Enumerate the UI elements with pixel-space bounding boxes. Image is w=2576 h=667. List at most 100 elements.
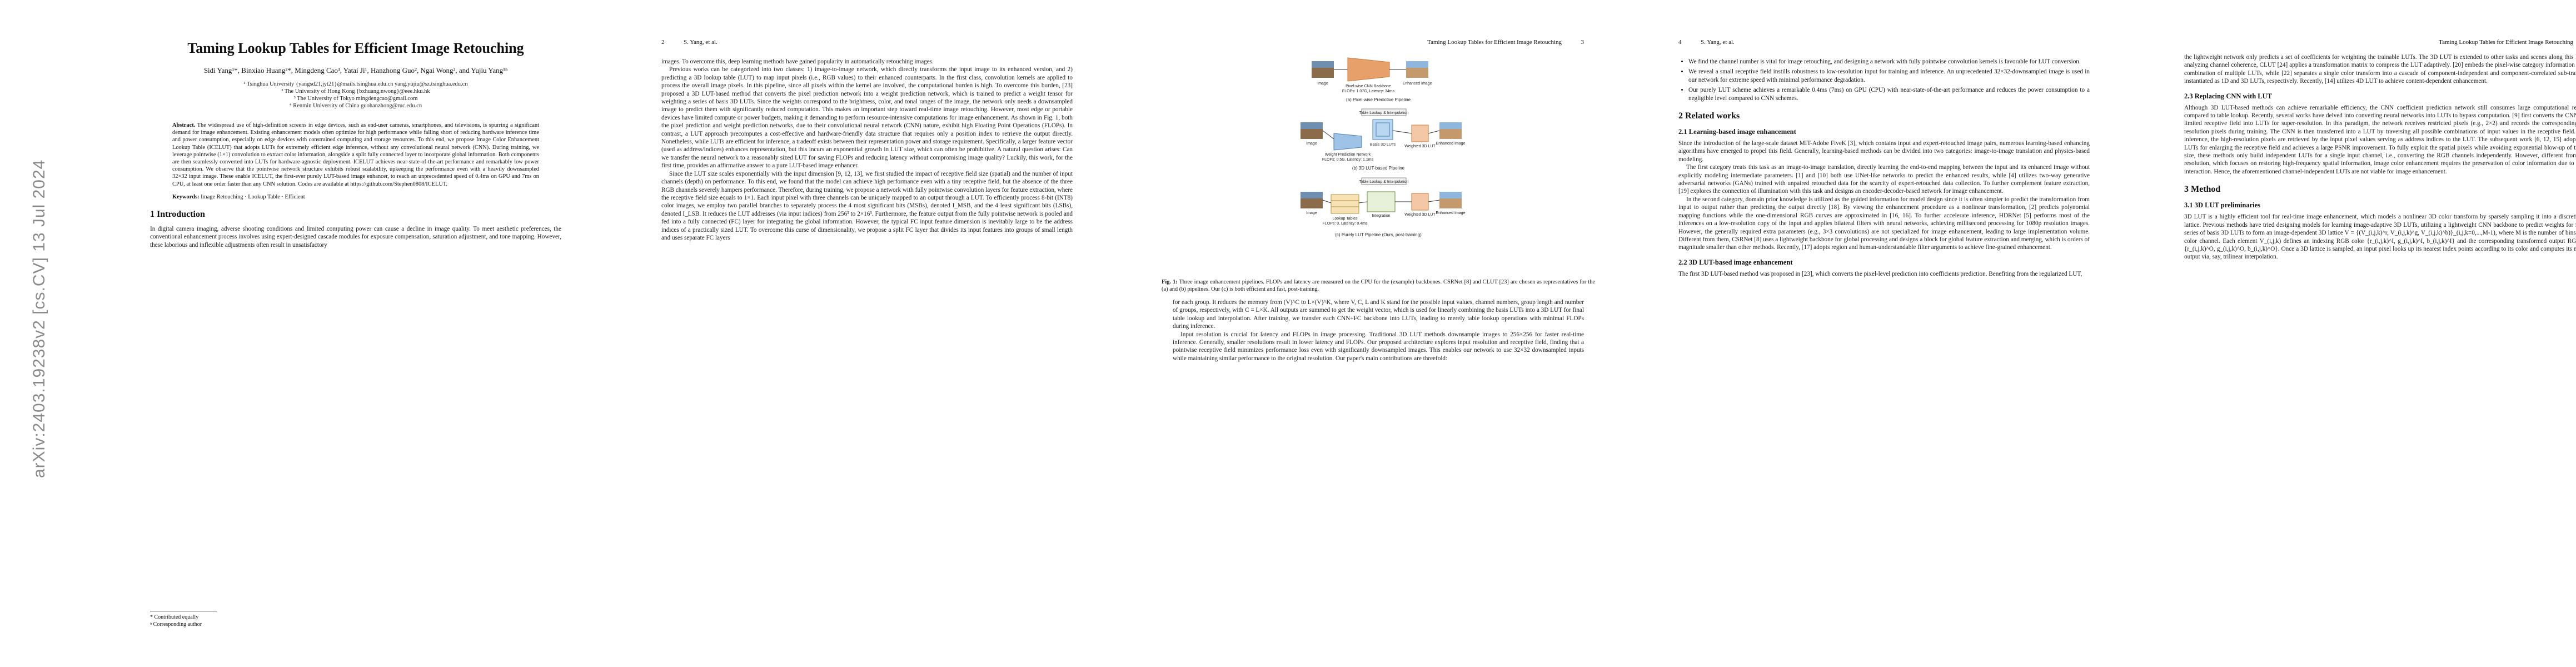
running-title: S. Yang, et al.	[1701, 39, 1735, 46]
interp-box	[1361, 108, 1407, 116]
contribution-list: We find the channel number is vital for …	[1678, 58, 2090, 102]
caption-c: (c) Purely LUT Pipeline (Ours, post-trai…	[1335, 232, 1422, 237]
abstract: Abstract. The widespread use of high-def…	[172, 122, 539, 188]
enhanced-image-sky	[1439, 192, 1462, 198]
arrow	[1428, 130, 1440, 134]
interp-label: Table Lookup & Interpolation	[1359, 180, 1409, 184]
body-paragraph: 3D LUT is a highly efficient tool for re…	[2184, 213, 2576, 261]
body-paragraph: Previous works can be categorized into t…	[661, 66, 1073, 170]
author-list: Sidi Yang¹*, Binxiao Huang²*, Mingdeng C…	[203, 66, 508, 74]
backbone-stats: FLOPs: 1.07G, Latency: 34ms	[1342, 89, 1395, 93]
page-number: 3	[1581, 39, 1585, 46]
weighted-label: Weighted 3D LUT	[1404, 145, 1436, 148]
affiliation-2: ² The University of Hong Kong {bxhuang,n…	[281, 88, 430, 94]
section-heading-introduction: 1 Introduction	[150, 209, 205, 219]
weight-net-label: Weight Prediction Network	[1325, 153, 1371, 157]
affiliation-1: ¹ Tsinghua University {yangsd21,jyt21}@m…	[243, 81, 468, 87]
backbone-label: Pixel-wise CNN Backbone	[1346, 84, 1391, 88]
weighted-lut-cube	[1411, 193, 1429, 211]
page-number: 4	[1678, 39, 1682, 46]
page-2: 2 S. Yang, et al. images. To overcome thi…	[628, 39, 1106, 639]
enhanced-label: Enhanced Image	[1436, 142, 1466, 146]
running-title: Taming Lookup Tables for Efficient Image…	[1427, 39, 1562, 46]
input-image-sky	[1301, 192, 1323, 198]
body-paragraph: In the second category, domain prior kno…	[1678, 196, 2090, 251]
weighted-label: Weighted 3D LUT	[1404, 213, 1436, 217]
running-header: 4 S. Yang, et al.	[1678, 39, 2090, 46]
keywords-text: Image Retouching · Lookup Table · Effici…	[201, 193, 305, 200]
running-header: 2 S. Yang, et al.	[661, 39, 1073, 46]
body-paragraph: the lightweight network only predicts a …	[2184, 54, 2576, 85]
figure-1: Image Pixel-wise CNN Backbone FLOPs: 1.0…	[1278, 50, 1478, 275]
weighted-lut-cube	[1411, 125, 1429, 142]
body-paragraph: Since the LUT size scales exponentially …	[661, 170, 1073, 241]
running-header: Taming Lookup Tables for Efficient Image…	[2184, 39, 2576, 46]
caption-b: (b) 3D LUT-based Pipeline	[1352, 166, 1405, 171]
abstract-label: Abstract.	[172, 122, 196, 128]
page-number: 2	[661, 39, 665, 46]
subsection-heading: 2.2 3D LUT-based image enhancement	[1678, 258, 1793, 266]
arxiv-stamp-text: arXiv:2403.19238v2 [cs.CV] 13 Jul 2024	[30, 159, 48, 478]
subsection-heading: 2.1 Learning-based image enhancement	[1678, 128, 1796, 136]
section-heading-related-works: 2 Related works	[1678, 111, 1740, 121]
backbone-block	[1347, 57, 1390, 82]
arrow	[1322, 200, 1332, 203]
running-title: S. Yang, et al.	[684, 39, 718, 46]
arxiv-stamp: arXiv:2403.19238v2 [cs.CV] 13 Jul 2024	[10, 160, 48, 478]
enhanced-image-sky	[1439, 122, 1462, 129]
footnotes: * Contributed equally ⁿ Corresponding au…	[150, 611, 217, 628]
basis-lut-cube-inner	[1376, 122, 1390, 137]
subsection-heading: 2.3 Replacing CNN with LUT	[2184, 92, 2272, 100]
body-paragraph: for each group. It reduces the memory fr…	[1173, 299, 1584, 330]
page-number: 5	[2573, 39, 2576, 46]
keywords: Keywords: Image Retouching · Lookup Tabl…	[172, 193, 539, 201]
list-item: We find the channel number is vital for …	[1688, 58, 2090, 66]
keywords-label: Keywords:	[172, 193, 200, 200]
page-3: Taming Lookup Tables for Efficient Image…	[1139, 39, 1617, 639]
lookup-label: Lookup Tables	[1332, 217, 1358, 221]
page-5: Taming Lookup Tables for Efficient Image…	[2151, 39, 2576, 639]
footnote-equal: * Contributed equally	[150, 614, 199, 620]
arrow	[1428, 200, 1440, 202]
enhanced-image-sky	[1406, 61, 1428, 68]
footnote-corresponding: ⁿ Corresponding author	[150, 621, 202, 628]
weight-net-stats: FLOPs: 0.5G, Latency: 1.1ms	[1322, 158, 1374, 162]
page-4: 4 S. Yang, et al. We find the channel num…	[1645, 39, 2123, 639]
figure-caption-label: Fig. 1:	[1162, 279, 1178, 285]
image-label: Image	[1306, 211, 1317, 215]
arrow	[1358, 201, 1368, 203]
figure-caption: Fig. 1: Three image enhancement pipeline…	[1162, 278, 1595, 293]
body-paragraph: Although 3D LUT-based methods can achiev…	[2184, 104, 2576, 175]
intro-paragraph: In digital camera imaging, adverse shoot…	[150, 225, 561, 248]
pipeline-diagram: Image Pixel-wise CNN Backbone FLOPs: 1.0…	[1301, 57, 1466, 237]
basis-label: Basis 3D LUTs	[1370, 143, 1396, 147]
weight-net-block	[1333, 133, 1362, 151]
interp-box	[1361, 177, 1407, 185]
figure-caption-text: Three image enhancement pipelines. FLOPs…	[1162, 279, 1595, 292]
lookup-stats: FLOPs: 0, Latency: 0.4ms	[1323, 222, 1368, 226]
paper-title: Taming Lookup Tables for Efficient Image…	[187, 40, 524, 56]
affiliation-4: ⁴ Renmin University of China guohanzhong…	[289, 103, 422, 109]
input-image-sky	[1312, 61, 1334, 68]
input-image-sky	[1301, 122, 1323, 129]
arrow	[1322, 130, 1334, 140]
arrow	[1392, 130, 1412, 134]
integration-label: Integration	[1372, 214, 1390, 218]
enhanced-label: Enhanced Image	[1436, 211, 1466, 215]
section-heading-method: 3 Method	[2184, 185, 2221, 195]
list-item: Our purely LUT scheme achieves a remarka…	[1688, 86, 2090, 102]
list-item: We reveal a small receptive field instil…	[1688, 68, 2090, 84]
integration-block	[1367, 191, 1396, 212]
image-label: Image	[1317, 82, 1328, 86]
affiliation-3: ³ The University of Tokyo mingdengcao@gm…	[293, 96, 418, 102]
caption-a: (a) Pixel-wise Predictive Pipeline	[1346, 97, 1411, 102]
subsection-heading: 3.1 3D LUT preliminaries	[2184, 201, 2261, 210]
enhanced-label: Enhanced Image	[1403, 82, 1432, 86]
basis-lut-cube	[1372, 119, 1393, 140]
body-paragraph: The first category treats this task as a…	[1678, 164, 2090, 195]
body-paragraph: images. To overcome this, deep learning …	[661, 58, 934, 65]
abstract-text: The widespread use of high-definition sc…	[172, 122, 540, 187]
body-paragraph: Since the introduction of the large-scal…	[1678, 140, 2090, 163]
running-title: Taming Lookup Tables for Efficient Image…	[2439, 39, 2573, 46]
image-label: Image	[1306, 142, 1317, 146]
